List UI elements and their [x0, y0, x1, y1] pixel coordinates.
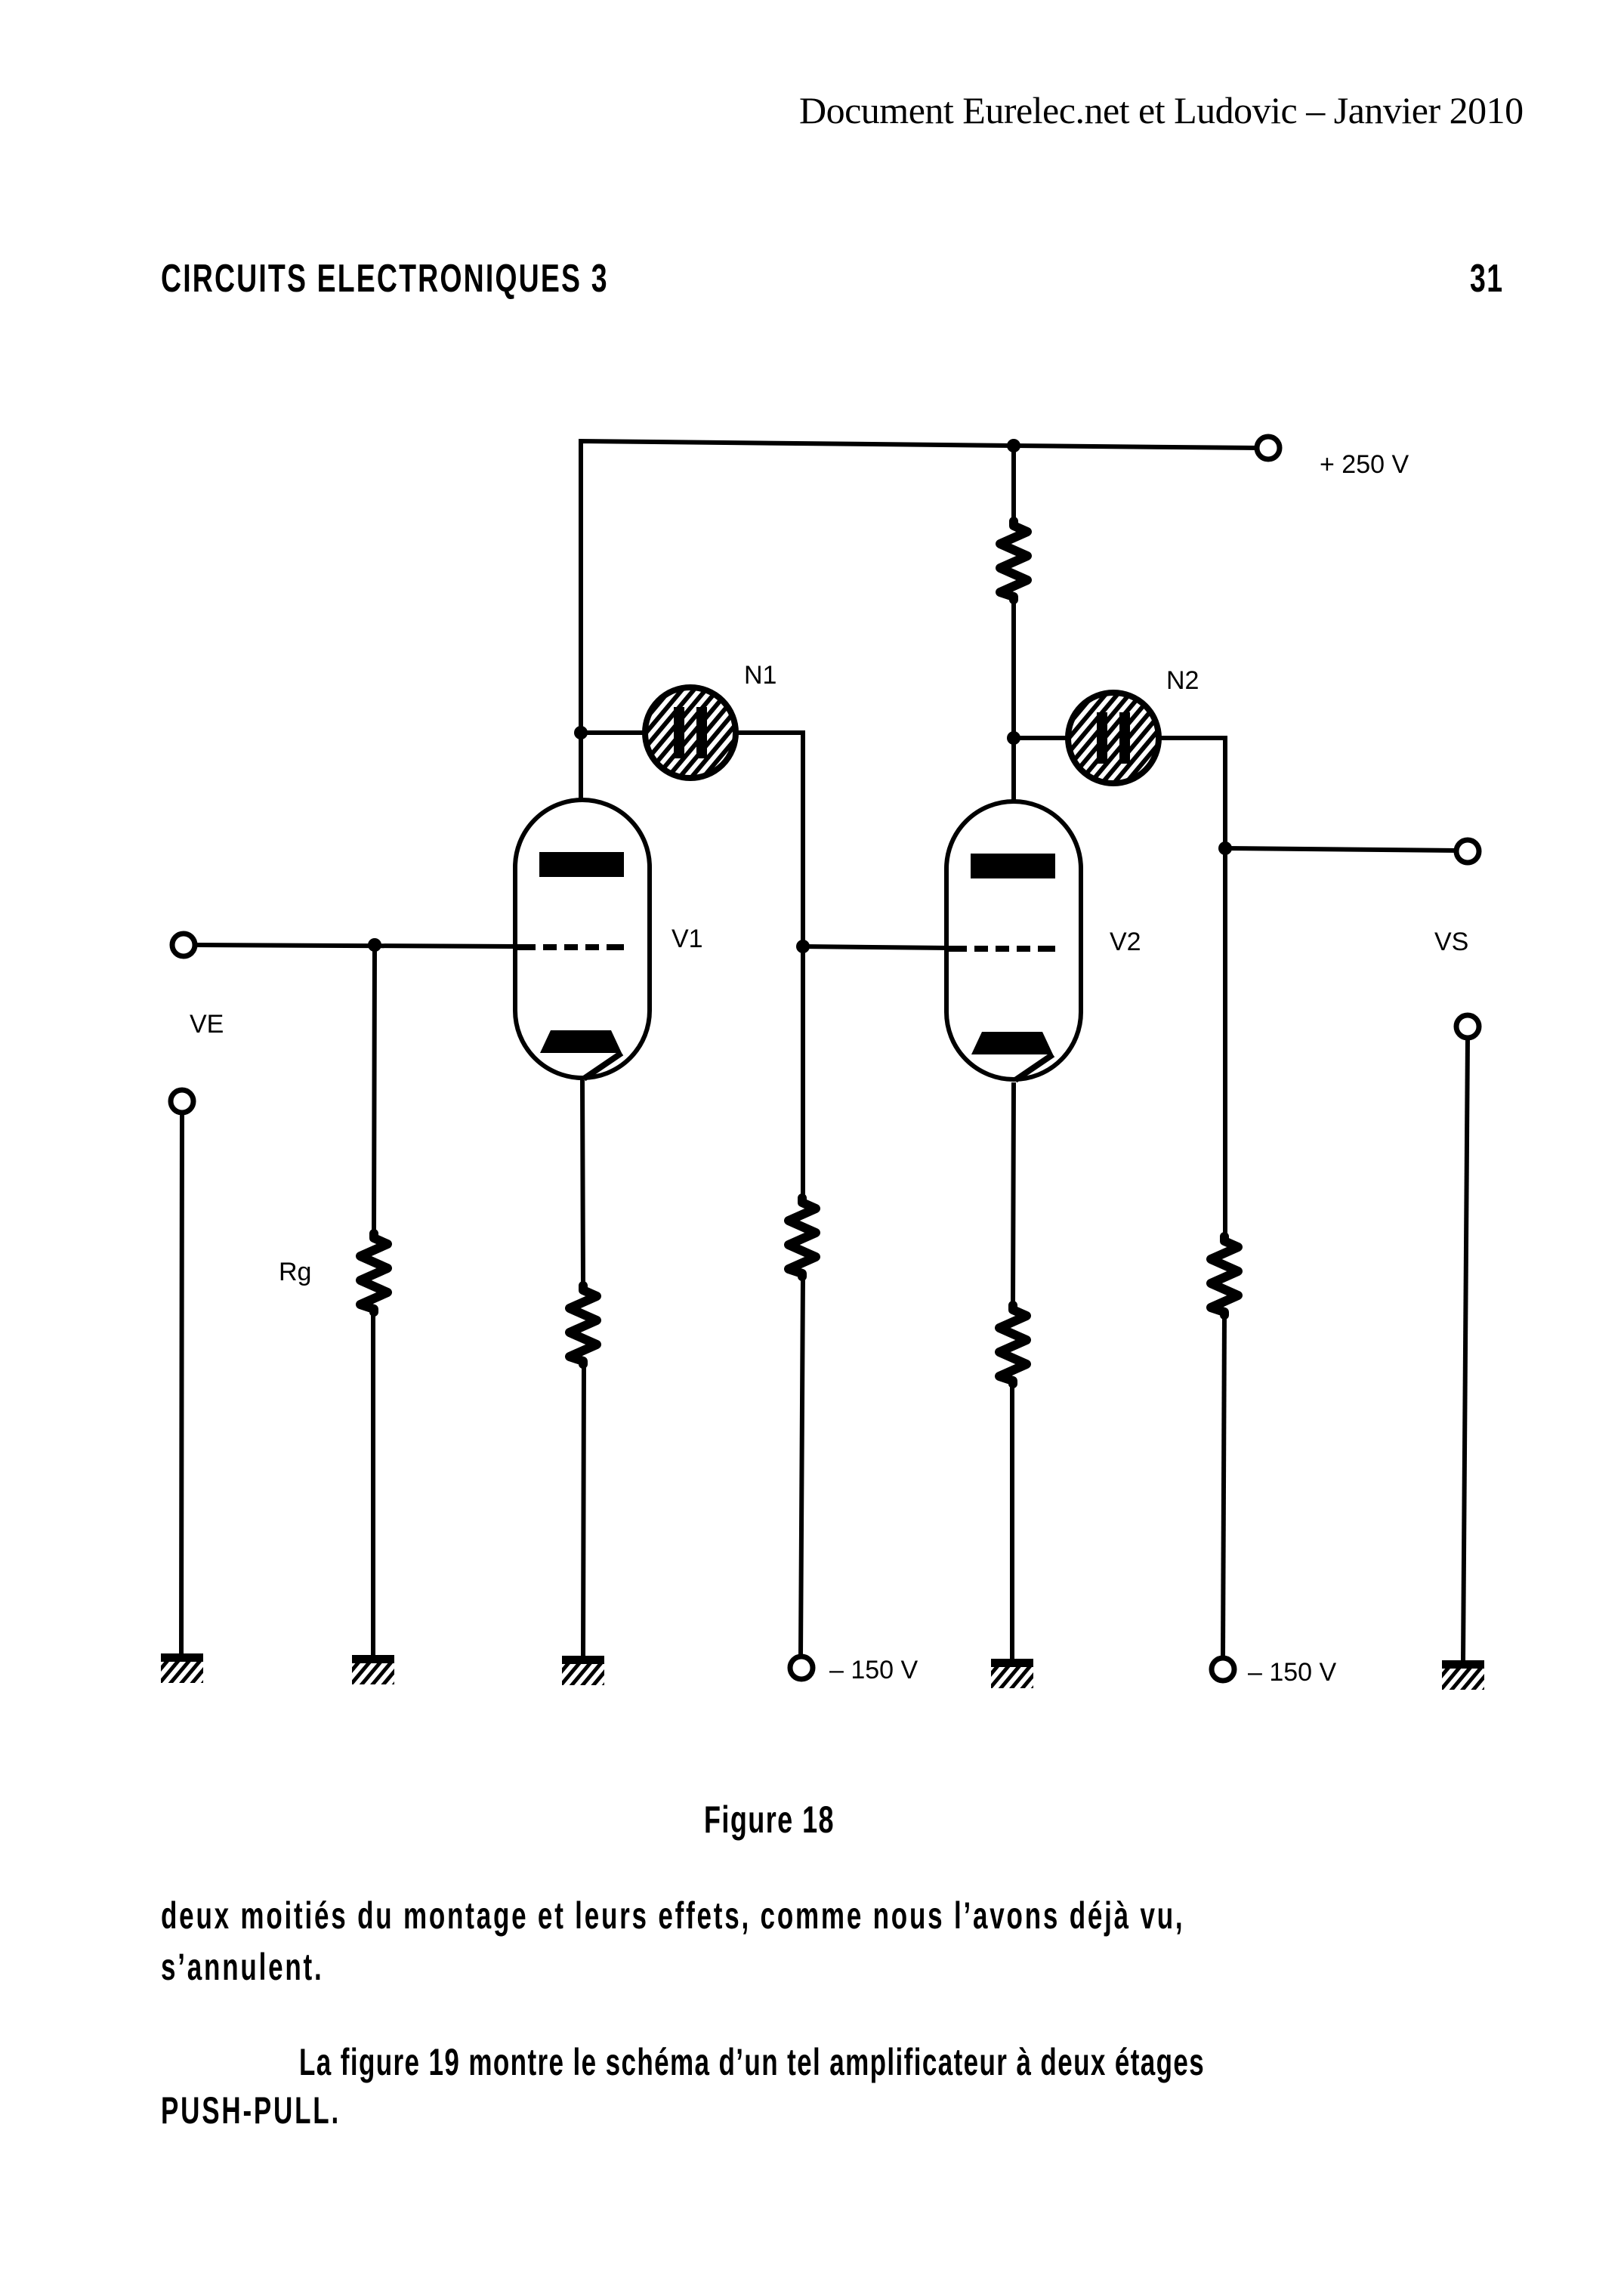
label-vs: VS [1434, 928, 1468, 956]
junction-dot [368, 938, 381, 952]
neon-lamp-n2-icon [1068, 693, 1159, 783]
input-wire [193, 942, 517, 949]
terminal-minus-150v-1 [787, 1653, 816, 1682]
bias-resistor-n1 [789, 1198, 816, 1277]
paragraph-1-line-1: deux moitiés du montage et leurs effets,… [161, 1894, 1185, 1937]
n1-return-wire [798, 1274, 806, 1659]
plate-resistor-v2 [1000, 521, 1027, 600]
label-rg: Rg [279, 1258, 311, 1286]
figure-caption: Figure 18 [704, 1798, 835, 1841]
terminal-minus-150v-2 [1209, 1655, 1237, 1684]
neon-lamp-n1-icon [645, 687, 736, 778]
label-n2: N2 [1166, 666, 1199, 695]
circuit-schematic: + 250 V N1 N2 V1 V2 VE VS Rg – 150 V – 1… [161, 434, 1484, 1690]
terminal-ve-signal [169, 931, 198, 959]
document-watermark: Document Eurelec.net et Ludovic – Janvie… [799, 89, 1524, 131]
paragraph-2-line-2: PUSH-PULL. [161, 2089, 341, 2132]
ground-icon [562, 1656, 604, 1685]
page-number: 31 [1470, 257, 1504, 301]
ground-icon [1442, 1660, 1484, 1690]
ground-icon [161, 1653, 203, 1683]
junction-dot [796, 940, 810, 953]
paragraph-1-line-2: s’annulent. [161, 1946, 324, 1988]
label-v1: V1 [672, 925, 703, 953]
label-plus-250v: + 250 V [1320, 450, 1409, 479]
triode-v1-icon [515, 800, 650, 1079]
label-ve: VE [190, 1010, 224, 1039]
bias-resistor-n2 [1211, 1237, 1238, 1315]
v2-cathode-wire [1010, 1082, 1017, 1661]
n1-wire [579, 730, 805, 1202]
junction-dot [1007, 731, 1020, 745]
junction-dot [1218, 841, 1232, 855]
interstage-wire [800, 943, 949, 951]
ground-icon [991, 1659, 1033, 1688]
grid-resistor-rg [360, 1233, 387, 1312]
output-wire [1222, 845, 1459, 854]
vs-return-wire [1460, 1036, 1471, 1663]
label-minus-150v-2: – 150 V [1248, 1658, 1337, 1687]
n2-return-wire [1220, 1311, 1227, 1660]
terminal-vs-signal [1453, 837, 1482, 866]
junction-dot [574, 726, 588, 739]
terminal-vs-common [1453, 1012, 1482, 1041]
label-n1: N1 [744, 661, 776, 690]
running-header-title: CIRCUITS ELECTRONIQUES 3 [161, 257, 609, 301]
terminal-plus-250v [1254, 434, 1283, 462]
terminal-ve-common [168, 1087, 196, 1116]
paragraph-2-line-1: La figure 19 montre le schéma d’un tel a… [299, 2041, 1206, 2083]
n2-wire [1011, 736, 1227, 1240]
triode-v2-icon [946, 801, 1081, 1080]
label-v2: V2 [1110, 928, 1141, 956]
ground-icon [352, 1655, 394, 1684]
rg-wire [371, 942, 378, 1656]
junction-dot [1007, 439, 1020, 452]
ve-return-wire [178, 1110, 185, 1656]
label-minus-150v-1: – 150 V [829, 1656, 919, 1684]
cathode-resistor-v1 [570, 1286, 597, 1364]
v1-cathode-wire [579, 1079, 587, 1659]
supply-rail-wire [579, 438, 1259, 826]
cathode-resistor-v2 [999, 1305, 1027, 1384]
